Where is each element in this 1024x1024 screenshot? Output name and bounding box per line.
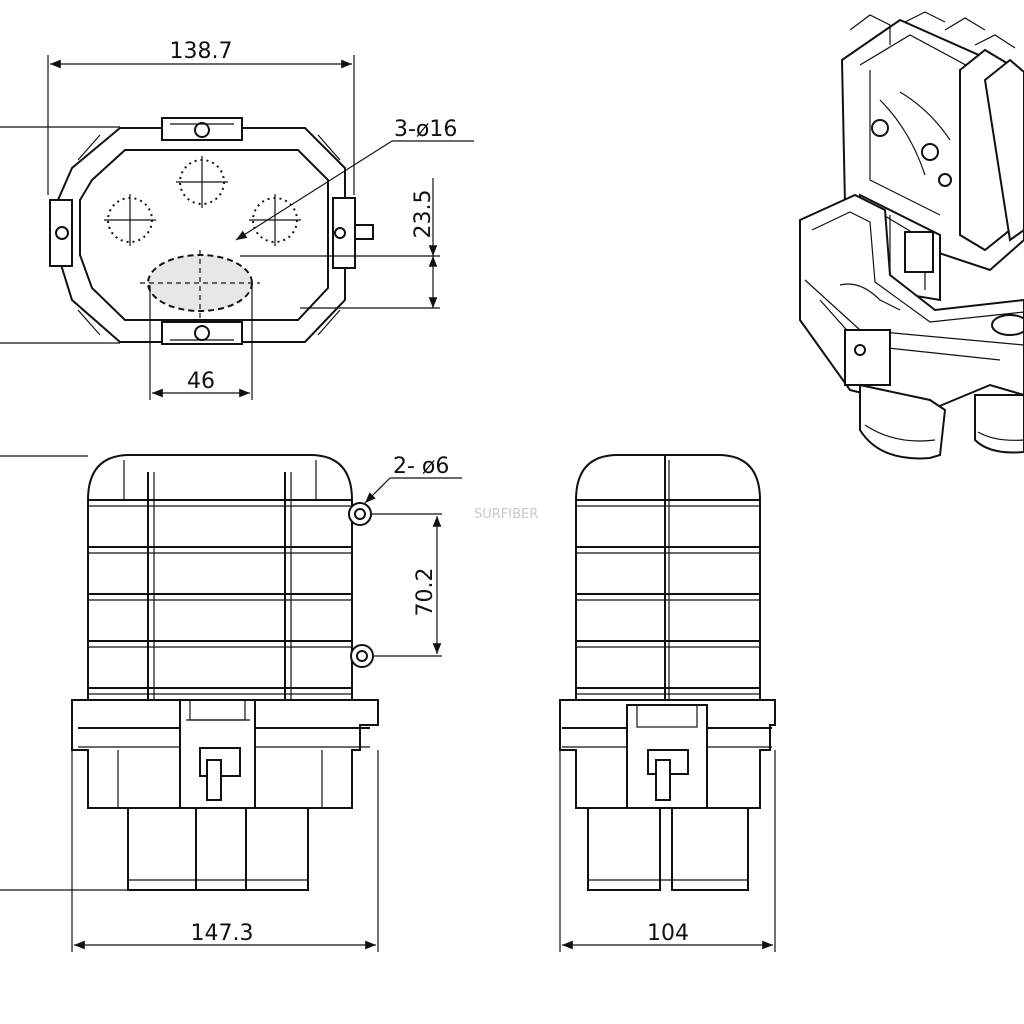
dim-oval-width-label: 46: [187, 369, 215, 394]
base: [799, 193, 1024, 412]
port-3: [249, 194, 301, 246]
front-view: [71, 454, 379, 891]
top-view-inner-outline: [79, 149, 329, 321]
side-view: [559, 454, 776, 891]
dim-side-width: 104: [559, 750, 776, 952]
dim-hole-spacing: 70.2: [372, 513, 442, 657]
right-latch: [332, 197, 374, 269]
port-2: [176, 156, 228, 208]
front-dome: [87, 454, 353, 701]
oval-port: [140, 250, 260, 320]
bottom-clip: [161, 321, 243, 345]
dim-holes-large: 3-ø16: [235, 117, 474, 241]
mount-hole-lower: [350, 644, 374, 668]
side-cage: [576, 455, 760, 700]
dim-vertical-offset-label: 23.5: [411, 190, 436, 239]
top-view-outline: [57, 127, 346, 343]
watermark: SURFIBER: [474, 507, 538, 522]
front-cage: [88, 460, 352, 728]
dim-holes-small-label: 2- ø6: [393, 454, 449, 479]
dim-holes-large-label: 3-ø16: [394, 117, 457, 142]
base-ports: [859, 383, 1024, 460]
dim-hole-spacing-label: 70.2: [413, 568, 438, 617]
dim-top-width-label: 138.7: [170, 39, 233, 64]
dim-top-width: 138.7: [47, 39, 355, 195]
dim-holes-small: 2- ø6: [364, 454, 462, 504]
dim-vertical-offset: 23.5: [240, 178, 440, 309]
left-latch: [49, 199, 73, 267]
side-dome: [575, 454, 761, 701]
mount-hole-upper: [348, 502, 372, 526]
side-latch: [626, 704, 708, 809]
top-view: [49, 117, 374, 345]
front-ports: [127, 807, 309, 891]
dim-side-width-label: 104: [647, 921, 689, 946]
port-1: [104, 194, 156, 246]
dim-front-width: 147.3: [71, 750, 379, 952]
dim-oval-width: 46: [149, 285, 253, 400]
front-latch: [179, 699, 256, 809]
splice-trays: [840, 11, 1024, 272]
isometric-view: [799, 11, 1024, 460]
side-ports: [587, 807, 749, 891]
top-clip: [161, 117, 243, 141]
dim-front-width-label: 147.3: [191, 921, 254, 946]
